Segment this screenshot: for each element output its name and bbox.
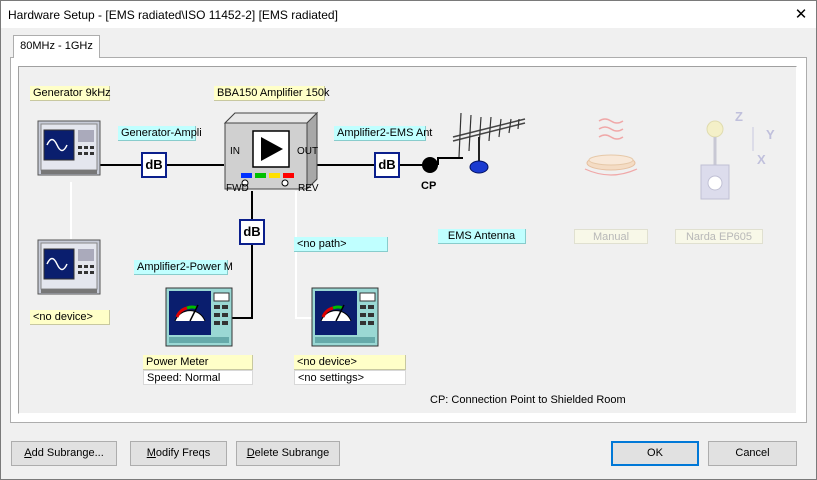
amp-out-label: OUT (297, 146, 319, 157)
power-meter-label[interactable]: Power Meter (143, 355, 253, 370)
antenna-label[interactable]: EMS Antenna (438, 229, 526, 244)
axis-z-label: Z (735, 109, 743, 124)
cp-label: CP (421, 180, 437, 192)
path-gen-amp-label[interactable]: Generator-Ampli (118, 126, 202, 141)
log-periodic-antenna-icon[interactable] (445, 107, 529, 177)
amp-led-3 (283, 173, 294, 178)
amp-in-label: IN (230, 146, 240, 157)
turntable-icon[interactable] (579, 115, 639, 185)
cancel-button[interactable]: Cancel (708, 441, 797, 466)
power-meter-2-icon[interactable] (311, 287, 379, 347)
wire-cp-ant (437, 157, 439, 165)
attenuator-db-icon-3[interactable]: dB (239, 219, 265, 245)
power-meter-settings[interactable]: Speed: Normal (143, 370, 253, 385)
wire-power-h (232, 317, 253, 319)
field-probe-label[interactable]: Narda EP605 (675, 229, 763, 244)
delete-subrange-button[interactable]: Delete Subrange (236, 441, 340, 466)
power-meter-icon[interactable] (165, 287, 233, 347)
rev-meter-label[interactable]: <no device> (294, 355, 406, 370)
cp-connection-point[interactable] (422, 157, 438, 173)
cp-note: CP: Connection Point to Shielded Room (430, 394, 626, 406)
add-subrange-button[interactable]: Add Subrange... (11, 441, 117, 466)
amplifier-icon[interactable] (223, 111, 319, 191)
tab-80mhz-1ghz[interactable]: 80MHz - 1GHz (13, 35, 100, 58)
axis-y-label: Y (766, 127, 775, 142)
modify-freqs-button[interactable]: Modify Freqs (130, 441, 227, 466)
wire-cp-ant-h (437, 157, 463, 159)
tab-panel: Generator 9kHz (10, 57, 807, 423)
rev-path-label[interactable]: <no path> (294, 237, 388, 252)
ok-button[interactable]: OK (611, 441, 699, 466)
turntable-label[interactable]: Manual (574, 229, 648, 244)
close-icon[interactable]: ✕ (794, 6, 808, 23)
rev-meter-settings[interactable]: <no settings> (294, 370, 406, 385)
window-title: Hardware Setup - [EMS radiated\ISO 11452… (8, 8, 338, 22)
amp-led-0 (241, 173, 252, 178)
signal-generator-2-icon[interactable] (37, 239, 101, 295)
wire-gen2 (70, 182, 72, 239)
amplifier-label[interactable]: BBA150 Amplifier 150k (214, 86, 330, 101)
amp-fwd-label: FWD (226, 183, 249, 194)
axis-x-label: X (757, 152, 766, 167)
attenuator-db-icon[interactable]: dB (141, 152, 167, 178)
wire-amp-cp (309, 164, 428, 166)
signal-generator-icon[interactable] (37, 120, 101, 176)
attenuator-db-icon-2[interactable]: dB (374, 152, 400, 178)
wire-rev-h (295, 317, 313, 319)
generator-label[interactable]: Generator 9kHz (30, 86, 111, 101)
tab-control: 80MHz - 1GHz Generator 9kHz (10, 33, 807, 423)
path-amp-power-label[interactable]: Amplifier2-Power M (134, 260, 233, 275)
generator-2-label[interactable]: <no device> (30, 310, 110, 325)
field-probe-icon[interactable] (693, 107, 767, 203)
wire-rev (295, 191, 297, 317)
path-amp-ant-label[interactable]: Amplifier2-EMS Ant (334, 126, 432, 141)
amp-led-2 (269, 173, 280, 178)
setup-diagram: Generator 9kHz (18, 66, 797, 414)
amp-led-1 (255, 173, 266, 178)
wire-amp-power (251, 191, 253, 317)
amp-rev-label: REV (298, 183, 319, 194)
title-bar: Hardware Setup - [EMS radiated\ISO 11452… (1, 1, 816, 28)
